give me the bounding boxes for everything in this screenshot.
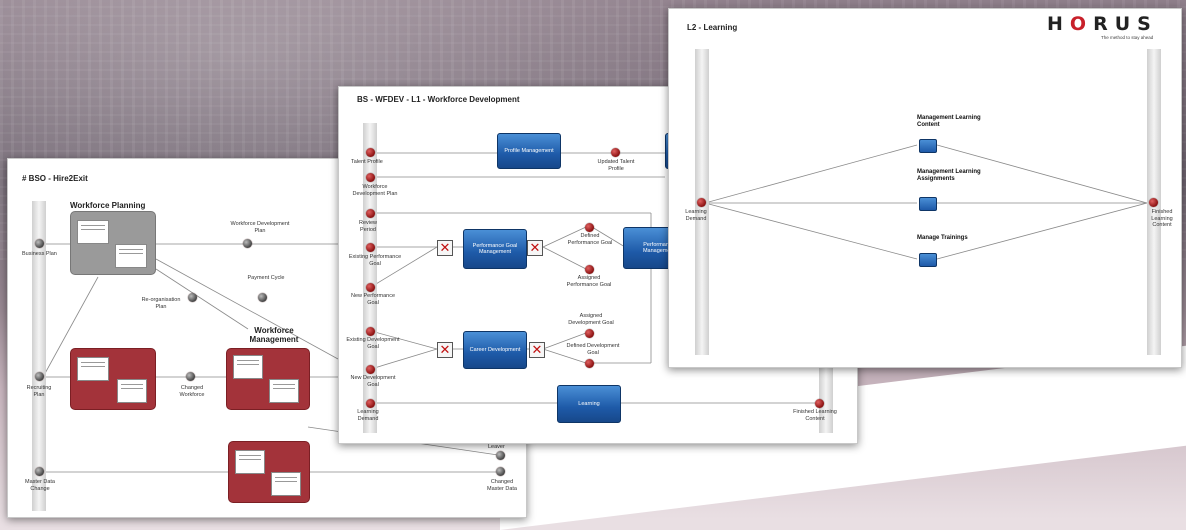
label-workforce-dev-plan: Workforce Development Plan bbox=[230, 221, 290, 234]
label-assigned-perf-goal: Assigned Performance Goal bbox=[566, 275, 612, 288]
label-business-plan: Business Plan bbox=[22, 251, 57, 257]
label-new-perf-goal: New Performance Goal bbox=[350, 293, 396, 306]
panel-learning: L2 - Learning HORUS The method to stay a… bbox=[668, 8, 1182, 368]
document-icon bbox=[115, 244, 147, 268]
workforce-management-process[interactable] bbox=[226, 348, 310, 410]
event-master-data-change[interactable] bbox=[35, 467, 44, 476]
label-workforce-dev-plan: Workforce Development Plan bbox=[352, 184, 398, 197]
xor-gateway-icon[interactable]: ✕ bbox=[529, 342, 545, 358]
label-leaver: Leaver bbox=[488, 444, 505, 450]
event-talent-profile[interactable] bbox=[366, 148, 375, 157]
process-profile-management[interactable]: Profile Management bbox=[497, 133, 561, 169]
event-recruiting-plan[interactable] bbox=[35, 372, 44, 381]
label-existing-perf-goal: Existing Performance Goal bbox=[348, 254, 402, 267]
event-defined-dev-goal[interactable] bbox=[585, 359, 594, 368]
panel-title: L2 - Learning bbox=[687, 23, 738, 32]
document-icon bbox=[77, 357, 109, 381]
connector-lines bbox=[42, 243, 499, 473]
swimlane-output bbox=[819, 365, 833, 433]
label-payment-cycle: Payment Cycle bbox=[247, 275, 285, 281]
event-business-plan[interactable] bbox=[35, 239, 44, 248]
event-workforce-dev-plan[interactable] bbox=[366, 173, 375, 182]
label-new-dev-goal: New Development Goal bbox=[350, 375, 396, 388]
event-leaver[interactable] bbox=[496, 451, 505, 460]
label-defined-perf-goal: Defined Performance Goal bbox=[567, 233, 613, 246]
connector-lines bbox=[704, 144, 1148, 260]
event-new-perf-goal[interactable] bbox=[366, 283, 375, 292]
xor-gateway-icon[interactable]: ✕ bbox=[437, 342, 453, 358]
event-new-dev-goal[interactable] bbox=[366, 365, 375, 374]
process-learning[interactable]: Learning bbox=[557, 385, 621, 423]
task-mgmt-learning-assignments[interactable] bbox=[919, 197, 937, 211]
label-updated-talent-profile: Updated Talent Profile bbox=[597, 159, 635, 172]
label-review-period: Review Period bbox=[358, 220, 378, 233]
connector-lines bbox=[370, 152, 815, 404]
label-mgmt-learning-assignments: Management Learning Assignments bbox=[917, 169, 981, 182]
task-mgmt-learning-content[interactable] bbox=[919, 139, 937, 153]
document-icon bbox=[117, 379, 147, 403]
label-talent-profile: Talent Profile bbox=[351, 159, 383, 165]
event-existing-perf-goal[interactable] bbox=[366, 243, 375, 252]
event-finished-learning-content[interactable] bbox=[1149, 198, 1158, 207]
master-data-process[interactable] bbox=[228, 441, 310, 503]
event-existing-dev-goal[interactable] bbox=[366, 327, 375, 336]
event-assigned-perf-goal[interactable] bbox=[585, 265, 594, 274]
event-changed-workforce[interactable] bbox=[186, 372, 195, 381]
xor-gateway-icon[interactable]: ✕ bbox=[527, 240, 543, 256]
label-learning-demand: Learning Demand bbox=[357, 409, 379, 422]
label-manage-trainings: Manage Trainings bbox=[917, 235, 968, 241]
event-learning-demand[interactable] bbox=[697, 198, 706, 207]
workforce-management-heading: Workforce Management bbox=[249, 326, 299, 344]
label-learning-demand: Learning Demand bbox=[685, 209, 707, 222]
horus-logo: HORUS bbox=[1047, 13, 1158, 35]
swimlane-input bbox=[363, 123, 377, 433]
panel-title: # BSO - Hire2Exit bbox=[22, 174, 88, 183]
label-finished-learning-content: Finished Learning Content bbox=[793, 409, 837, 422]
event-review-period[interactable] bbox=[366, 209, 375, 218]
event-reorg-plan[interactable] bbox=[188, 293, 197, 302]
panel-title: BS - WFDEV - L1 - Workforce Development bbox=[357, 95, 520, 104]
label-mgmt-learning-content: Management Learning Content bbox=[917, 115, 981, 128]
document-icon bbox=[77, 220, 109, 244]
label-changed-master-data: Changed Master Data bbox=[487, 479, 517, 492]
swimlane-input bbox=[32, 201, 46, 511]
label-finished-learning-content: Finished Learning Content bbox=[1151, 209, 1173, 228]
workforce-planning-process[interactable] bbox=[70, 211, 156, 275]
event-finished-learning-content[interactable] bbox=[815, 399, 824, 408]
label-assigned-dev-goal: Assigned Development Goal bbox=[568, 313, 614, 326]
process-perf-goal-management[interactable]: Performance Goal Management bbox=[463, 229, 527, 269]
document-icon bbox=[269, 379, 299, 403]
document-icon bbox=[271, 472, 301, 496]
label-reorg-plan: Re-organisation Plan bbox=[141, 297, 181, 310]
event-payment-cycle[interactable] bbox=[258, 293, 267, 302]
label-defined-dev-goal: Defined Development Goal bbox=[566, 343, 620, 356]
horus-tagline: The method to stay ahead bbox=[1101, 35, 1154, 40]
event-learning-demand[interactable] bbox=[366, 399, 375, 408]
label-master-data-change: Master Data Change bbox=[25, 479, 55, 492]
label-changed-workforce: Changed Workforce bbox=[179, 385, 205, 398]
event-workforce-dev-plan[interactable] bbox=[243, 239, 252, 248]
workforce-planning-heading: Workforce Planning bbox=[70, 201, 146, 210]
label-recruiting-plan: Recruiting Plan bbox=[26, 385, 52, 398]
event-assigned-dev-goal[interactable] bbox=[585, 329, 594, 338]
document-icon bbox=[233, 355, 263, 379]
label-existing-dev-goal: Existing Development Goal bbox=[346, 337, 400, 350]
event-updated-talent-profile[interactable] bbox=[611, 148, 620, 157]
recruiting-process[interactable] bbox=[70, 348, 156, 410]
xor-gateway-icon[interactable]: ✕ bbox=[437, 240, 453, 256]
process-career-development[interactable]: Career Development bbox=[463, 331, 527, 369]
event-changed-master-data[interactable] bbox=[496, 467, 505, 476]
task-manage-trainings[interactable] bbox=[919, 253, 937, 267]
event-defined-perf-goal[interactable] bbox=[585, 223, 594, 232]
document-icon bbox=[235, 450, 265, 474]
